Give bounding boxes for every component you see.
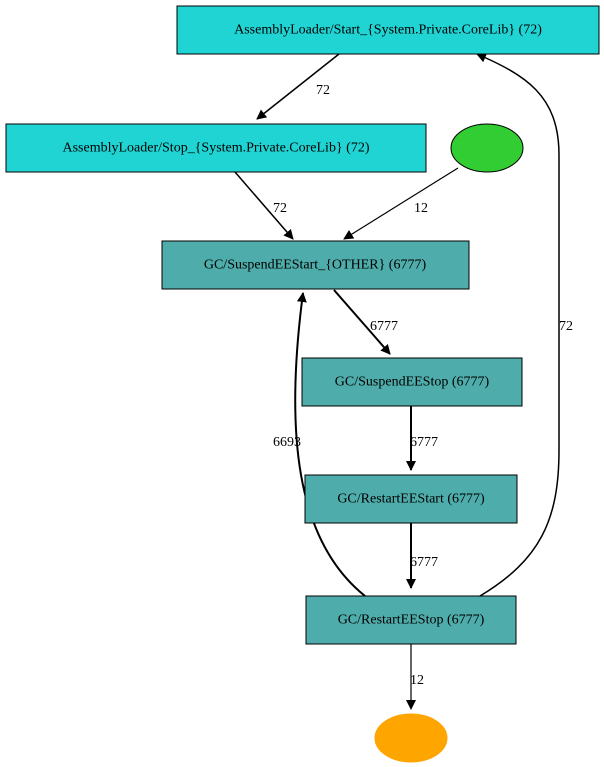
node-start[interactable] <box>450 123 524 173</box>
node-label: GC/RestartEEStart (6777) <box>337 492 485 507</box>
node-label: GC/SuspendEEStop (6777) <box>335 375 490 390</box>
edge-label: 6693 <box>273 435 301 450</box>
edge-label: 72 <box>316 83 330 98</box>
edge-asm-start-to-asm-stop: 72 <box>256 53 340 120</box>
node-label: AssemblyLoader/Stop_{System.Private.Core… <box>62 141 369 156</box>
edge-label: 6777 <box>410 555 438 570</box>
edge-asm-stop-to-suspend-start: 72 <box>234 171 294 240</box>
edge-label: 12 <box>414 201 428 216</box>
node-gc-restart-ee-stop[interactable]: GC/RestartEEStop (6777) <box>305 595 517 645</box>
edge-restart-stop-to-suspend-start: 6693 <box>273 292 366 597</box>
edge-label: 6777 <box>370 319 398 334</box>
edge-label: 12 <box>410 673 424 688</box>
node-gc-suspend-ee-stop[interactable]: GC/SuspendEEStop (6777) <box>301 357 523 407</box>
edge-restart-start-to-restart-stop: 6777 <box>406 523 438 589</box>
edge-suspend-start-to-suspend-stop: 6777 <box>333 289 398 355</box>
edge-label: 72 <box>559 319 573 334</box>
node-label: GC/SuspendEEStart_{OTHER} (6777) <box>204 258 427 273</box>
edge-restart-stop-to-asm-start: 72 <box>476 53 573 597</box>
node-gc-restart-ee-start[interactable]: GC/RestartEEStart (6777) <box>304 474 518 524</box>
node-assembly-loader-stop[interactable]: AssemblyLoader/Stop_{System.Private.Core… <box>5 123 427 173</box>
node-label: AssemblyLoader/Start_{System.Private.Cor… <box>234 23 542 38</box>
node-label: GC/RestartEEStop (6777) <box>338 613 485 628</box>
edge-restart-stop-to-end: 12 <box>406 644 424 710</box>
edge-suspend-stop-to-restart-start: 6777 <box>406 406 438 471</box>
node-assembly-loader-start[interactable]: AssemblyLoader/Start_{System.Private.Cor… <box>176 5 600 55</box>
node-end[interactable] <box>374 713 448 763</box>
edge-label: 6777 <box>410 435 438 450</box>
edge-label: 72 <box>273 201 287 216</box>
node-gc-suspend-ee-start[interactable]: GC/SuspendEEStart_{OTHER} (6777) <box>161 240 470 290</box>
edge-start-to-suspend-start: 12 <box>343 167 459 240</box>
